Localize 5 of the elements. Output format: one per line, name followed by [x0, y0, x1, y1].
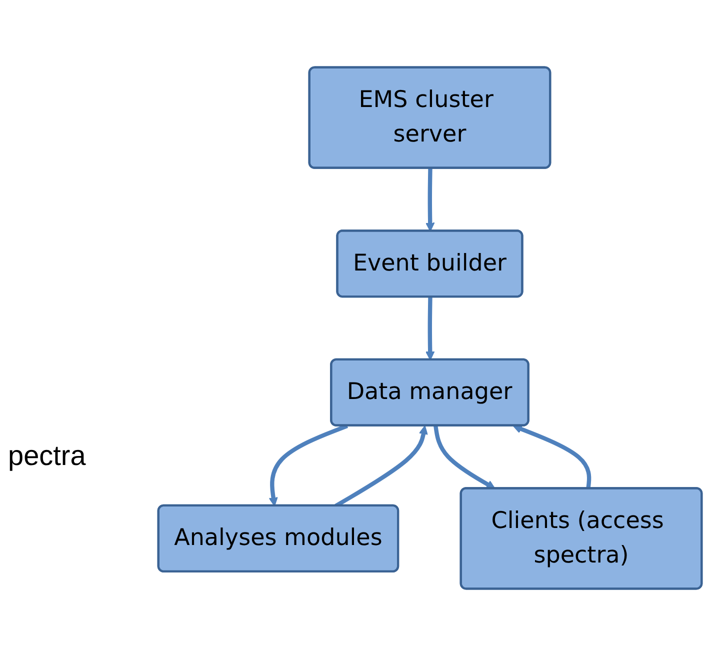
arrow — [426, 297, 435, 360]
note-text: pectra — [8, 440, 86, 472]
arrow — [434, 426, 496, 490]
arrow — [426, 168, 435, 232]
arrow — [512, 424, 592, 489]
